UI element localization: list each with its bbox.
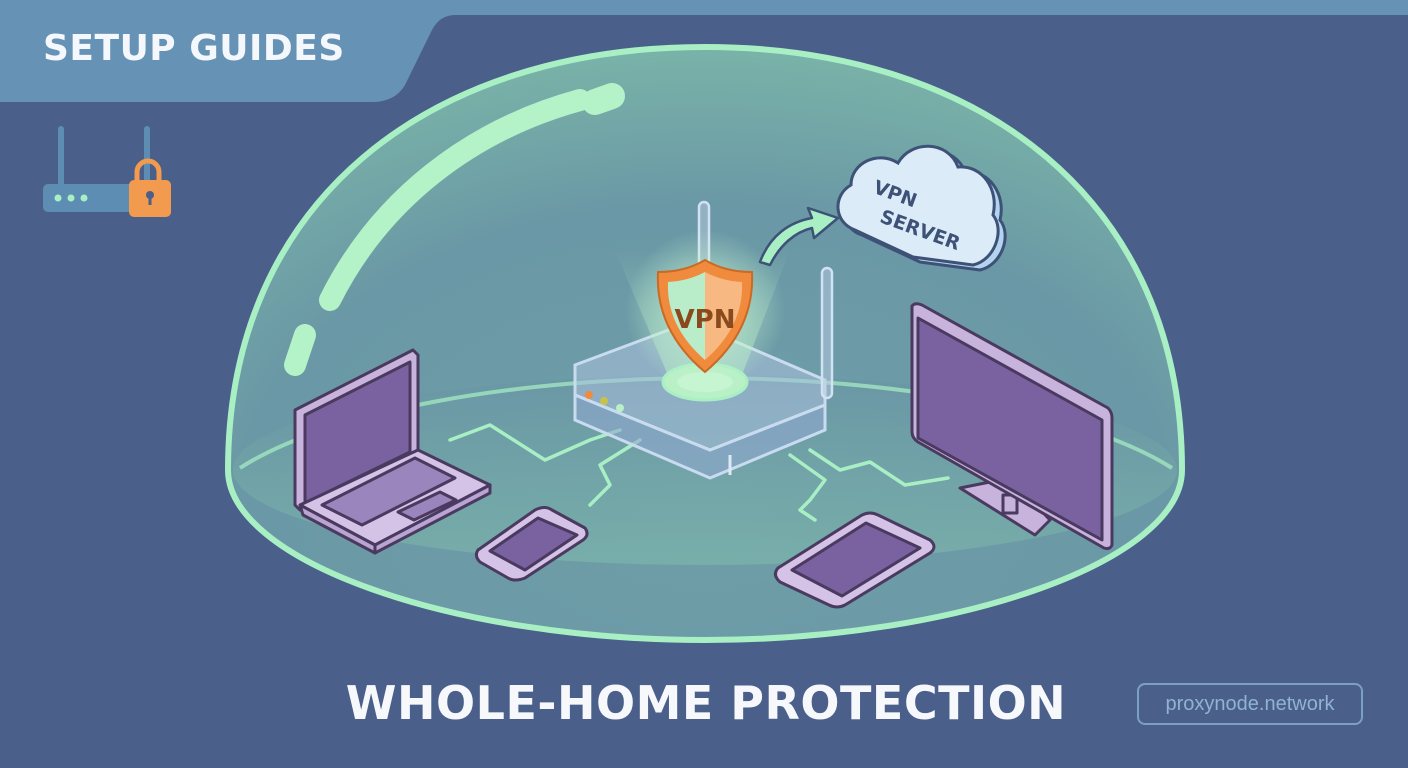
banner-shape: [0, 0, 470, 102]
tablet-icon: [773, 511, 936, 609]
vpn-shield-icon: [656, 258, 754, 374]
router-lock-icon: [43, 126, 171, 217]
vpn-server-cloud-icon: [836, 144, 1007, 272]
cloud-label-line2: SERVER: [877, 206, 963, 255]
laptop-icon: [293, 348, 492, 555]
banner-title: SETUP GUIDES: [43, 28, 345, 69]
cloud-label-line1: VPN: [870, 176, 919, 212]
headline: WHOLE-HOME PROTECTION: [345, 676, 1067, 730]
smartphone-icon: [474, 506, 589, 582]
monitor-icon: [910, 302, 1114, 551]
site-link[interactable]: proxynode.network: [1137, 683, 1363, 725]
shield-label: VPN: [675, 305, 736, 335]
